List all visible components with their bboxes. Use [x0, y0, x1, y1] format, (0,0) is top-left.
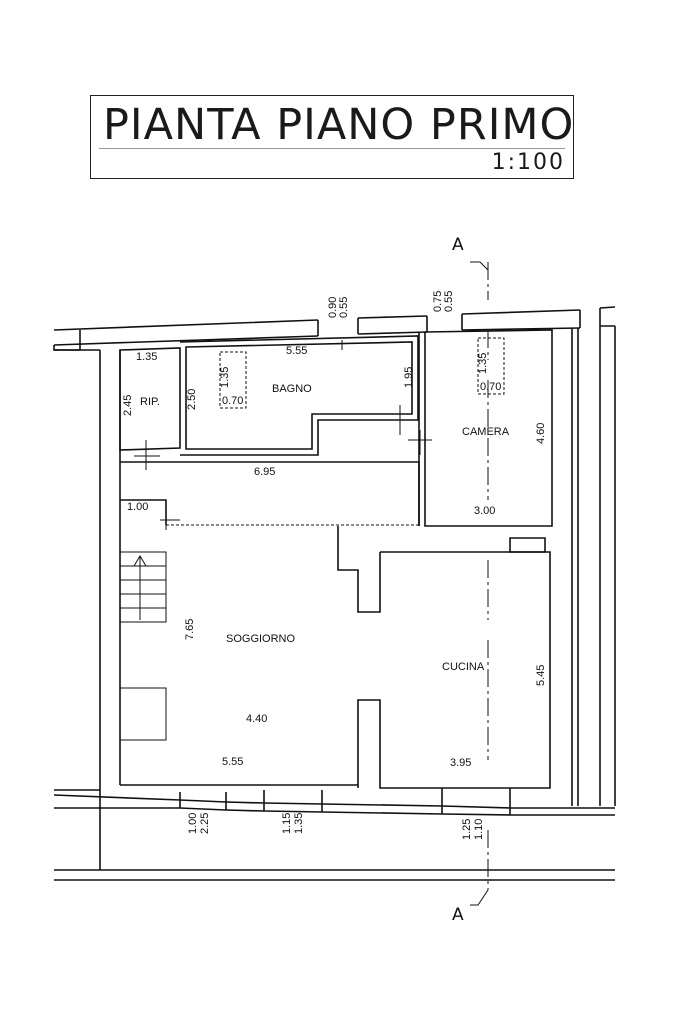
- section-mark-top: A: [452, 235, 464, 255]
- bagno-door: [388, 405, 412, 435]
- dim-cucina-height: 5.45: [535, 665, 547, 686]
- dim-bagno-window-h: 0.55: [338, 297, 350, 318]
- bottom-wall-inner: [54, 807, 615, 816]
- bagno-room: [179, 335, 419, 456]
- window-jambs: [179, 788, 511, 815]
- dim-camera-vent-w: 0.70: [480, 381, 501, 393]
- dim-rip-width: 1.35: [136, 351, 157, 363]
- bagno-vent: [219, 351, 247, 409]
- dim-soggiorno-total: 5.55: [222, 756, 243, 768]
- room-label-rip: RIP.: [140, 396, 160, 408]
- camera-vent: [477, 337, 505, 395]
- dim-camera-vent-h: 1.35: [477, 353, 489, 374]
- dim-win1-h: 2.25: [199, 813, 211, 834]
- dim-camera-window-h: 0.55: [443, 291, 455, 312]
- left-wall: [99, 350, 121, 790]
- dim-rip-height: 2.45: [122, 395, 134, 416]
- camera-room: [424, 329, 553, 527]
- flue: [509, 537, 546, 553]
- top-wall-inner: [53, 325, 615, 346]
- section-arrow-bottom: [470, 889, 489, 906]
- dim-win3-w: 1.25: [461, 819, 473, 840]
- rip-door: [134, 440, 160, 470]
- rip-room: [119, 347, 181, 451]
- title-underline: [99, 148, 565, 149]
- dim-win2-h: 1.35: [293, 813, 305, 834]
- stair-door: [160, 508, 180, 530]
- camera-door: [408, 430, 432, 455]
- bottom-wall-outer: [53, 794, 615, 809]
- room-label-bagno: BAGNO: [272, 383, 312, 395]
- section-arrow-top: [470, 261, 489, 271]
- dim-bagno-height-right: 1.95: [403, 367, 415, 388]
- stair-flight: [119, 551, 167, 623]
- door-marks: [134, 340, 432, 530]
- right-walls: [571, 326, 616, 806]
- dim-camera-height: 4.60: [535, 423, 547, 444]
- top-wall-outer: [53, 306, 616, 331]
- room-label-cucina: CUCINA: [442, 661, 485, 673]
- street-line: [54, 869, 615, 881]
- dim-bagno-vent-w: 0.70: [222, 395, 243, 407]
- bagno-inner: [185, 341, 413, 450]
- dim-bagno-width: 5.55: [286, 345, 307, 357]
- dim-win2-w: 1.15: [281, 813, 293, 834]
- section-line: [470, 261, 489, 906]
- wall-openings-top: [317, 308, 601, 336]
- section-mark-bottom: A: [452, 905, 464, 925]
- dim-bagno-vent-h: 1.35: [219, 367, 231, 388]
- dim-win1-w: 1.00: [187, 813, 199, 834]
- corridor-wall: [120, 461, 420, 526]
- room-label-soggiorno: SOGGIORNO: [226, 633, 296, 645]
- dim-camera-width: 3.00: [474, 505, 495, 517]
- dim-corridor-length: 6.95: [254, 466, 275, 478]
- title-block: PIANTA PIANO PRIMO 1:100: [90, 95, 574, 179]
- drawing-title: PIANTA PIANO PRIMO: [103, 100, 575, 150]
- dim-bagno-height-left: 2.50: [186, 389, 198, 410]
- left-neighbour: [54, 349, 101, 805]
- room-label-camera: CAMERA: [462, 426, 510, 438]
- dim-cucina-width: 3.95: [450, 757, 471, 769]
- stair-treads: [120, 565, 166, 609]
- landing: [119, 687, 167, 741]
- stair-arrow: [133, 555, 147, 620]
- dim-win3-h: 1.10: [473, 819, 485, 840]
- kitchen-partition: [337, 526, 381, 613]
- left-wall-cap: [53, 330, 81, 351]
- staircase: [119, 551, 167, 741]
- dim-soggiorno-width: 4.40: [246, 713, 267, 725]
- drawing-scale: 1:100: [491, 150, 565, 175]
- walls: [53, 306, 616, 881]
- dim-camera-window-w: 0.75: [432, 291, 444, 312]
- dim-stair-width: 1.00: [127, 501, 148, 513]
- dim-bagno-window-w: 0.90: [327, 297, 339, 318]
- vents: [166, 337, 505, 526]
- dim-soggiorno-height: 7.65: [184, 619, 196, 640]
- cucina-room: [357, 551, 551, 789]
